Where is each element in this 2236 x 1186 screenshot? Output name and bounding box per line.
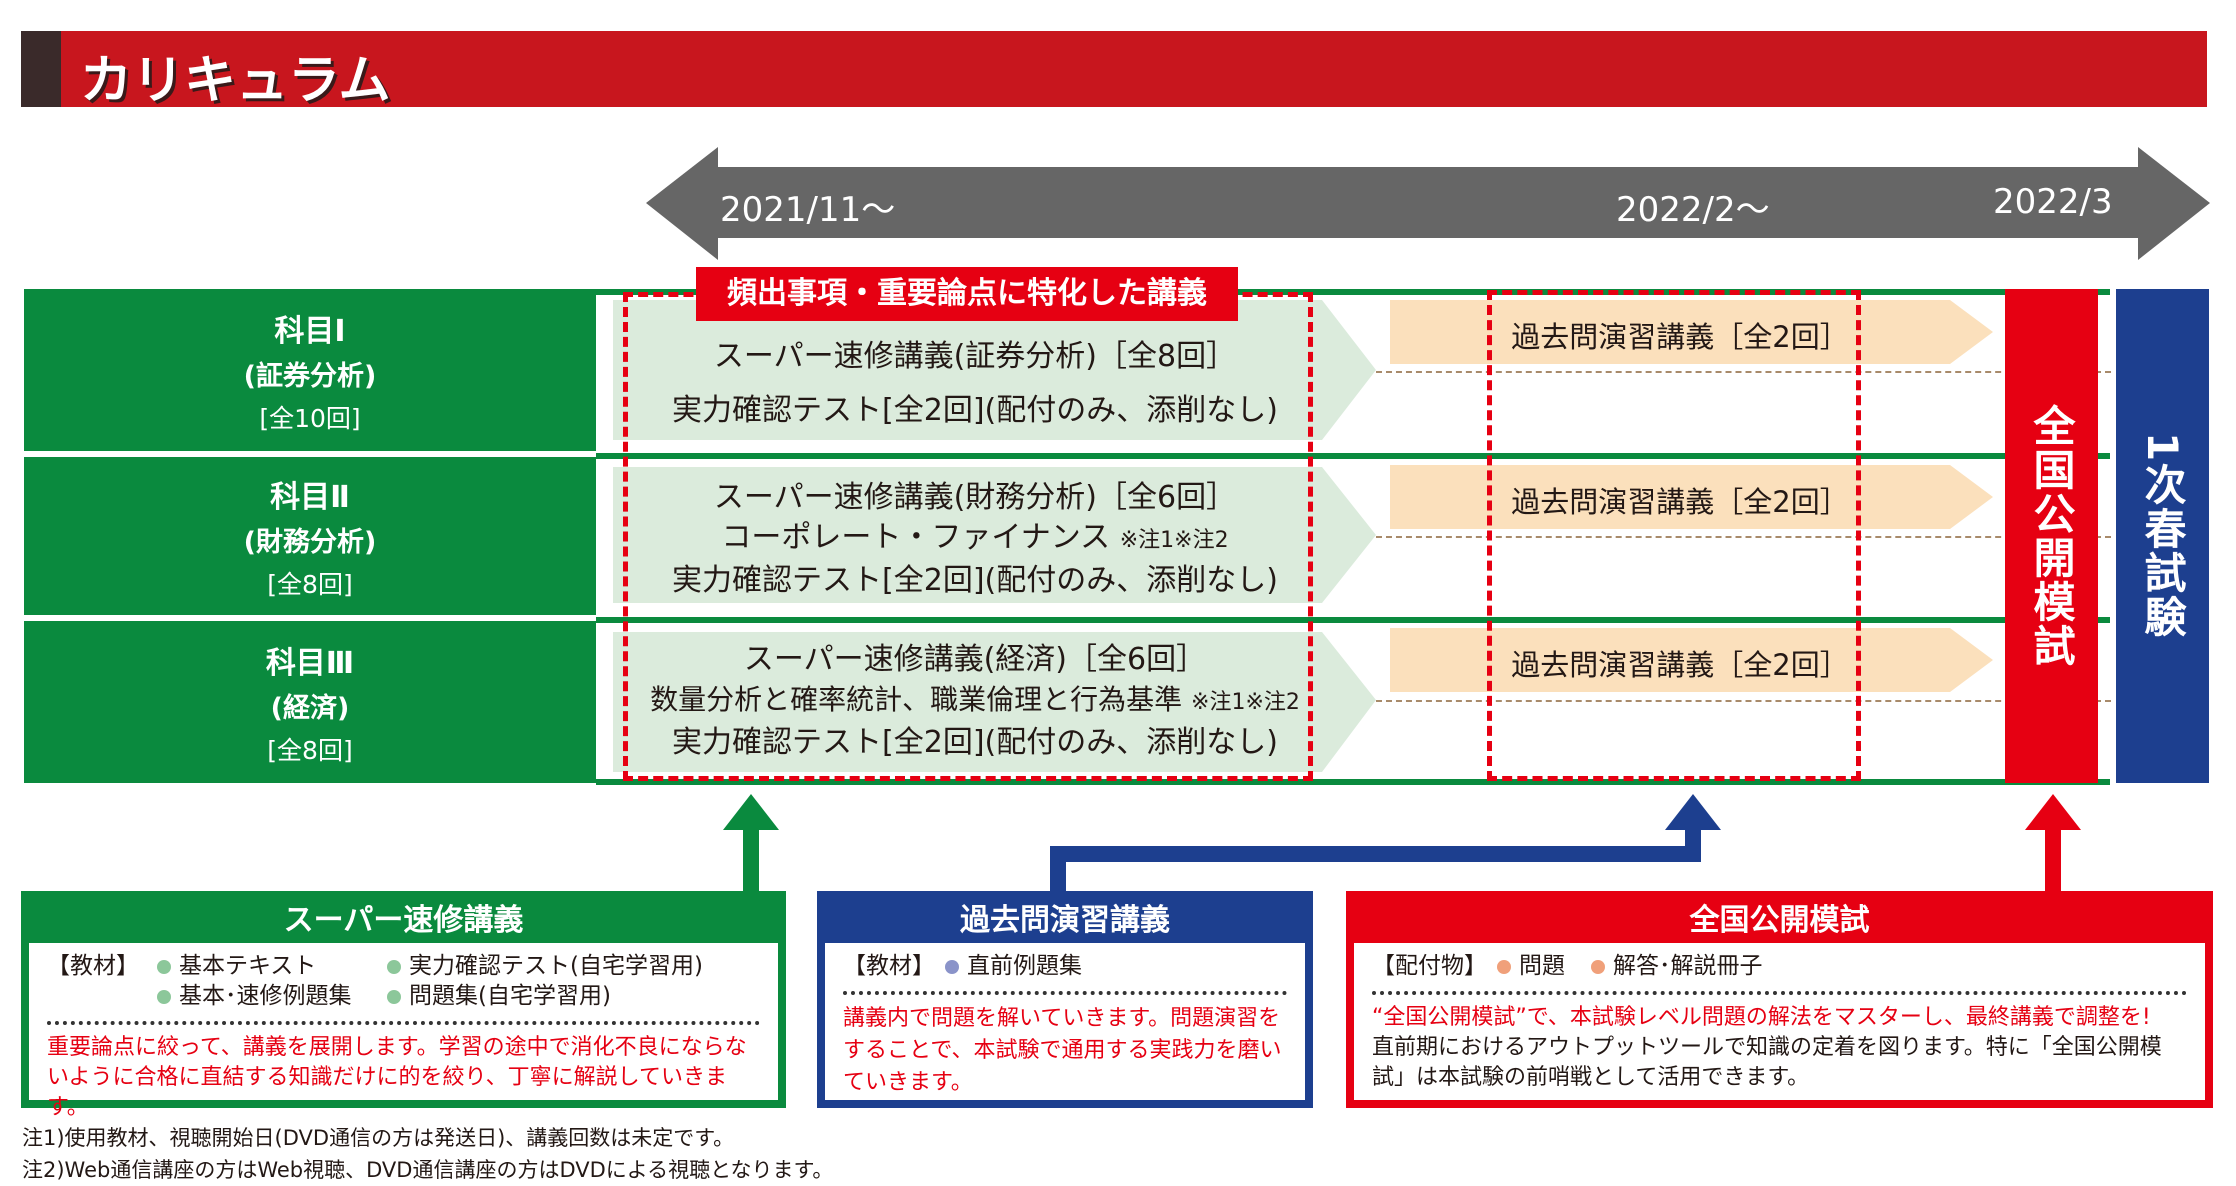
- dashed-line: [1376, 700, 2111, 702]
- lecture-note: ※注1※注2: [1191, 690, 1300, 715]
- lecture-line: 実力確認テスト[全2回](配付のみ、添削なし): [672, 393, 1278, 428]
- lecture-line: 実力確認テスト[全2回](配付のみ、添削なし): [672, 725, 1278, 760]
- box-title: 過去問演習講義: [825, 899, 1305, 943]
- past-lecture-1: 過去問演習講義［全2回］: [1511, 320, 1849, 354]
- box-highlight: “全国公開模試”で、本試験レベル問題の解法をマスターし、最終講義で調整を!: [1372, 1005, 2151, 1030]
- lecture-2: スーパー速修講義(財務分析)［全6回］ コーポレート・ファイナンス ※注1※注2…: [630, 478, 1320, 601]
- note-2: 注2)Web通信講座の方はWeb視聴、DVD通信講座の方はDVDによる視聴となり…: [22, 1158, 834, 1182]
- material-item: 直前例題集: [935, 953, 1082, 979]
- lecture-3: スーパー速修講義(経済)［全6回］ 数量分析と確率統計、職業倫理と行為基準 ※注…: [630, 640, 1320, 763]
- timeline-mid: 2022/2〜: [1616, 190, 1770, 230]
- past-frame: [1487, 290, 1861, 781]
- subject-name: 科目Ⅲ: [265, 645, 355, 681]
- dotted-divider: [843, 991, 1287, 995]
- material-item: 解答･解説冊子: [1565, 953, 1763, 979]
- row-divider: [596, 453, 2110, 459]
- highlight-label: 頻出事項・重要論点に特化した講義: [696, 267, 1238, 321]
- subject-name: 科目Ⅰ: [274, 313, 346, 349]
- subject-count: [全8回]: [267, 735, 353, 765]
- dashed-line: [1376, 536, 2111, 538]
- subject-2: 科目Ⅱ (財務分析) [全8回]: [24, 457, 596, 615]
- timeline-end: 2022/3: [1993, 182, 2113, 222]
- past-arrows: [1390, 300, 1993, 692]
- subject-sub: (財務分析): [243, 526, 377, 558]
- dotted-divider: [47, 1021, 760, 1025]
- material-item: 問題集(自宅学習用): [369, 981, 703, 1011]
- row-divider: [596, 779, 2110, 785]
- mock-exam-box: 全国公開模試 【配付物】問題解答･解説冊子 “全国公開模試”で、本試験レベル問題…: [1346, 891, 2213, 1108]
- lecture-line: コーポレート・ファイナンス: [721, 520, 1111, 555]
- material-item: 基本テキスト: [139, 951, 369, 981]
- lecture-line: 数量分析と確率統計、職業倫理と行為基準: [650, 683, 1183, 716]
- green-up-arrow: [723, 794, 779, 892]
- row-divider: [596, 289, 2110, 295]
- lecture-1: スーパー速修講義(証券分析)［全8回］ 実力確認テスト[全2回](配付のみ、添削…: [630, 330, 1320, 438]
- material-item: 基本･速修例題集: [139, 981, 369, 1011]
- row-divider: [596, 617, 2110, 623]
- subject-sub: (証券分析): [243, 360, 377, 392]
- note-1: 注1)使用教材、視聴開始日(DVD通信の方は発送日)、講義回数は未定です。: [22, 1126, 735, 1150]
- blue-connector-arrow: [1050, 794, 1721, 892]
- dashed-line: [1376, 371, 2111, 373]
- page-title: カリキュラム: [80, 51, 391, 111]
- box-description: 重要論点に絞って、講義を展開します。学習の途中で消化不良にならないように合格に直…: [47, 1035, 747, 1120]
- title-bar: [21, 31, 2207, 107]
- title-accent: [21, 31, 61, 107]
- subject-count: [全8回]: [267, 569, 353, 599]
- material-item: 実力確認テスト(自宅学習用): [369, 951, 703, 981]
- dotted-divider: [1372, 991, 2187, 995]
- material-item: 問題: [1487, 953, 1565, 979]
- highlight-frame: [623, 292, 1313, 781]
- subject-name: 科目Ⅱ: [270, 479, 350, 515]
- past-course-box: 過去問演習講義 【教材】直前例題集 講義内で問題を解いていきます。問題演習をする…: [817, 891, 1313, 1108]
- box-title: スーパー速修講義: [29, 899, 778, 943]
- materials-label: 【配付物】: [1372, 953, 1487, 979]
- lecture-arrows: [613, 300, 1376, 772]
- box-description: 直前期におけるアウトプットツールで知識の定着を図ります。特に「全国公開模試」は本…: [1372, 1035, 2162, 1090]
- past-lecture-2: 過去問演習講義［全2回］: [1511, 485, 1849, 519]
- super-course-box: スーパー速修講義 【教材】 基本テキスト 実力確認テスト(自宅学習用) 基本･速…: [21, 891, 786, 1120]
- subject-1: 科目Ⅰ (証券分析) [全10回]: [24, 289, 596, 451]
- materials-label: 【教材】: [47, 953, 139, 979]
- timeline-start: 2021/11〜: [720, 190, 896, 230]
- red-up-arrow: [2025, 794, 2081, 892]
- subject-sub: (経済): [270, 692, 350, 724]
- mock-exam-bar: 全国公開模試: [2005, 289, 2098, 783]
- subject-3: 科目Ⅲ (経済) [全8回]: [24, 621, 596, 783]
- box-description: 講義内で問題を解いていきます。問題演習をすることで、本試験で通用する実践力を磨い…: [843, 1006, 1282, 1095]
- lecture-line: スーパー速修講義(経済)［全6回］: [743, 642, 1207, 677]
- first-exam-bar: 1次春試験: [2116, 289, 2209, 783]
- lecture-line: スーパー速修講義(証券分析)［全8回］: [713, 339, 1237, 374]
- materials-label: 【教材】: [843, 953, 935, 979]
- lecture-line: スーパー速修講義(財務分析)［全6回］: [713, 480, 1237, 515]
- lecture-note: ※注1※注2: [1119, 528, 1229, 553]
- timeline-arrow: [646, 147, 2210, 260]
- box-title: 全国公開模試: [1354, 899, 2205, 943]
- lecture-line: 実力確認テスト[全2回](配付のみ、添削なし): [672, 563, 1278, 598]
- past-lecture-3: 過去問演習講義［全2回］: [1511, 648, 1849, 682]
- subject-count: [全10回]: [259, 403, 361, 433]
